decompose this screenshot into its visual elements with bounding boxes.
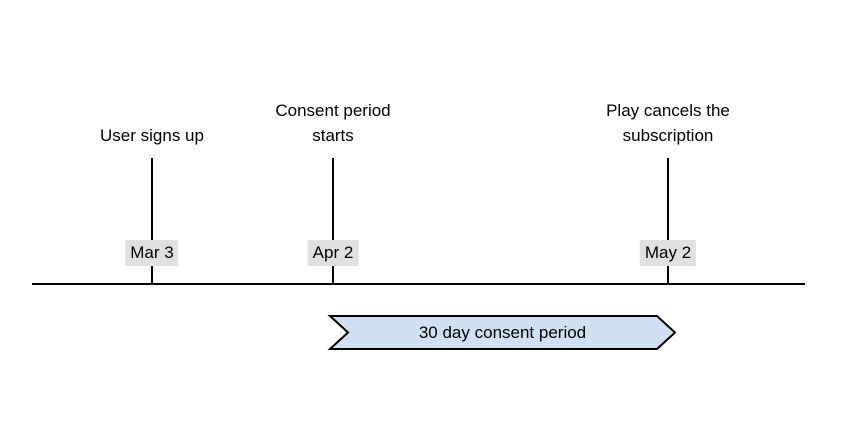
timeline-event-user-signs-up: User signs up Mar 3	[22, 98, 282, 283]
event-label-user-signs-up: User signs up	[100, 126, 204, 145]
timeline-event-consent-period-starts: Consent period starts Apr 2	[203, 98, 463, 283]
event-stem-user-signs-up	[151, 158, 153, 283]
timeline-event-play-cancels-subscription: Play cancels the subscription May 2	[538, 98, 798, 283]
event-date-consent-period-starts: Apr 2	[307, 240, 359, 266]
timeline-axis	[32, 283, 805, 285]
event-date-user-signs-up: Mar 3	[125, 240, 179, 266]
event-stem-consent-period-starts	[332, 158, 334, 283]
consent-period-banner: 30 day consent period	[327, 315, 677, 350]
event-date-play-cancels-subscription: May 2	[639, 240, 697, 266]
event-label-play-cancels-subscription: Play cancels the subscription	[606, 101, 730, 145]
event-label-consent-period-starts: Consent period starts	[275, 101, 391, 145]
event-stem-play-cancels-subscription	[667, 158, 669, 283]
banner-arrow-polygon	[327, 315, 677, 350]
consent-period-banner-shape	[327, 315, 677, 350]
